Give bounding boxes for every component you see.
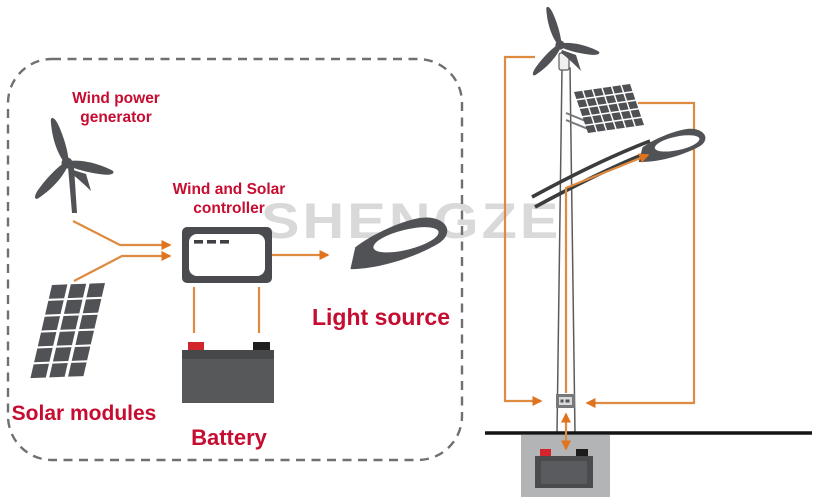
solar-cell [586,97,597,107]
label-line: controller [193,199,265,217]
solar-cell [45,300,64,315]
turbine-tail-fin [69,169,91,191]
controller-indicator [207,240,216,244]
solar-cell [60,315,79,330]
solar-cell [86,283,105,298]
controller-icon [182,227,272,283]
battery-icon [182,342,274,403]
pole-controller-box [556,394,575,408]
solar-modules-label: Solar modules [11,402,157,425]
solar-cell [605,95,617,104]
pole-solar-panel-icon [574,83,645,133]
solar-cell [623,119,635,128]
schematic-border [6,57,464,462]
solar-cell [75,330,94,345]
battery-positive-terminal [188,342,204,351]
label-line: Wind power [72,90,160,107]
solar-cell [596,96,607,105]
pole-turbine-tail-fin [561,50,581,71]
solar-cell [52,347,72,362]
solar-cell [37,332,57,347]
solar-cell [633,118,645,127]
pole-wind-feed-line [503,55,543,407]
solar-cell [630,109,642,118]
solar-cell [49,363,68,378]
lamp-arm [534,148,655,209]
solar-cell [621,110,632,120]
battery-negative-terminal [253,342,270,351]
solar-cell [68,362,87,377]
solar-cell [67,283,87,299]
lamp-arm [531,139,651,199]
solar-cell [604,122,616,131]
solar-to-controller-line [73,250,172,282]
solar-cell [592,114,603,124]
controller-to-pole-lamp-line [564,153,650,393]
solar-cell [618,102,629,111]
solar-panel-icon [30,283,105,379]
solar-cell [608,103,620,112]
solar-cell [612,85,623,94]
solar-cell [48,284,68,299]
solar-cell [56,331,76,346]
solar-cell [598,105,610,114]
solar-cell [611,112,622,121]
solar-cell [576,99,588,108]
ug-battery-negative-terminal [576,449,588,457]
solar-cell [574,90,585,99]
solar-cell [63,299,83,314]
solar-cell [579,107,591,116]
solar-cell [30,363,50,379]
solar-cell [602,86,614,95]
label-line: generator [80,108,152,126]
underground-battery-icon [535,449,593,488]
light-source-label: Light source [311,304,451,330]
solar-cell [593,88,604,97]
pole-lamp-icon [634,125,709,165]
panel-strut [565,119,589,130]
pole-solar-feed-line [585,101,696,409]
solar-cell [621,83,633,93]
ug-battery-positive-terminal [540,449,551,457]
solar-cell [624,92,636,101]
solar-cell [595,123,606,132]
street-lamp-icon [342,212,452,273]
battery-label: Battery [191,425,267,450]
solar-cell [627,101,639,110]
solar-cell [82,298,102,314]
solar-cell [614,120,625,129]
solar-cell [601,113,613,122]
wind-turbine-icon [32,116,115,213]
wind-to-controller-line [72,220,172,251]
solar-cell [582,116,594,125]
controller-indicator [220,240,229,244]
controller-indicator [194,240,203,244]
solar-cell [34,347,53,363]
controller-label: Wind and Solar controller [173,181,286,219]
solar-cell [589,106,600,115]
wind-generator-label: Wind power generator [72,90,160,128]
solar-cell [583,89,595,98]
solar-cell [615,93,626,103]
label-line: Wind and Solar [172,181,286,198]
solar-cell [71,346,91,361]
solar-cell [79,314,98,330]
solar-cell [585,124,597,133]
solar-cell [41,316,61,331]
turbine-mast [68,167,77,213]
